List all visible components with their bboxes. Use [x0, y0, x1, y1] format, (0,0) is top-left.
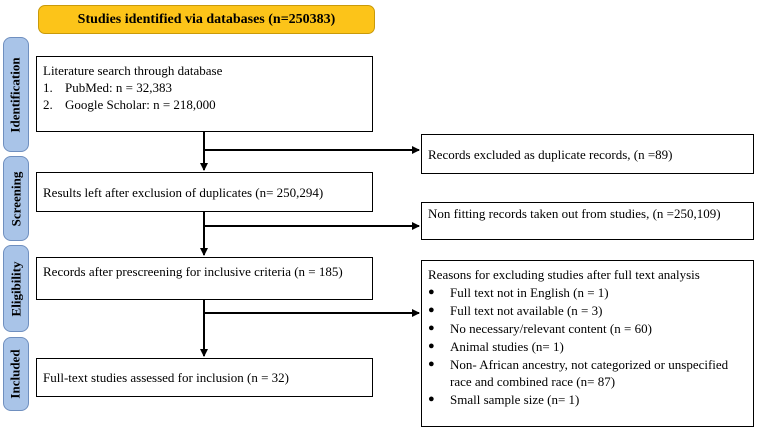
duplicates-excluded-box: Records excluded as duplicate records, (… — [421, 134, 754, 174]
screening-box: Results left after exclusion of duplicat… — [36, 172, 373, 212]
screening-box-text: Results left after exclusion of duplicat… — [43, 184, 324, 200]
list-item: ●Animal studies (n= 1) — [428, 339, 564, 354]
fulltext-excluded-title: Reasons for excluding studies after full… — [428, 267, 700, 282]
flow-header: Studies identified via databases (n=2503… — [38, 5, 375, 34]
phase-identification: Identification — [3, 37, 29, 152]
list-item: ●Non- African ancestry, not categorized … — [428, 357, 729, 389]
list-item: ●Full text not available (n = 3) — [428, 303, 603, 318]
exclusion-reasons-list: ●Full text not in English (n = 1) ●Full … — [428, 284, 747, 408]
nonfitting-excluded-text: Non fitting records taken out from studi… — [428, 206, 721, 221]
identification-box: Literature search through database 1. Pu… — [36, 56, 373, 132]
bullet-icon: ● — [428, 286, 435, 298]
fulltext-excluded-box: Reasons for excluding studies after full… — [421, 260, 754, 427]
list-item: ●Full text not in English (n = 1) — [428, 285, 609, 300]
phase-screening: Screening — [3, 156, 29, 241]
identification-box-title: Literature search through database — [43, 63, 223, 78]
bullet-icon: ● — [428, 358, 435, 370]
bullet-icon: ● — [428, 304, 435, 316]
bullet-icon: ● — [428, 340, 435, 352]
list-item: ●Small sample size (n= 1) — [428, 392, 580, 407]
bullet-icon: ● — [428, 393, 435, 405]
list-item: 2. Google Scholar: n = 218,000 — [43, 97, 216, 112]
database-list: 1. PubMed: n = 32,383 2. Google Scholar:… — [43, 79, 366, 113]
phase-eligibility: Eligibility — [3, 245, 29, 332]
list-item: 1. PubMed: n = 32,383 — [43, 80, 173, 95]
included-box-text: Full-text studies assessed for inclusion… — [43, 370, 289, 385]
phase-included: Included — [3, 337, 29, 411]
list-item: ●No necessary/relevant content (n = 60) — [428, 321, 652, 336]
nonfitting-excluded-box: Non fitting records taken out from studi… — [421, 202, 754, 240]
bullet-icon: ● — [428, 322, 435, 334]
included-box: Full-text studies assessed for inclusion… — [36, 358, 373, 397]
eligibility-box-text: Records after prescreening for inclusive… — [43, 264, 343, 279]
eligibility-box: Records after prescreening for inclusive… — [36, 257, 373, 300]
duplicates-excluded-text: Records excluded as duplicate records, (… — [428, 146, 673, 162]
